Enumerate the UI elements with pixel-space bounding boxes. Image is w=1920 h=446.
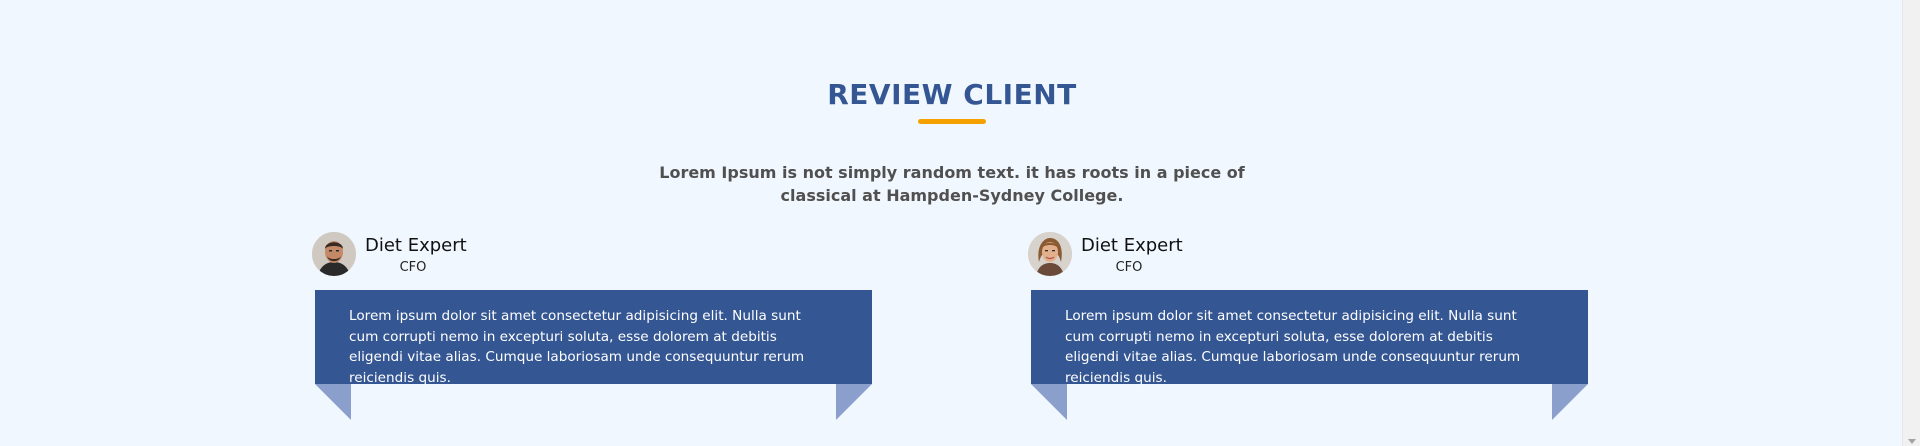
female-person-photo-icon bbox=[1028, 232, 1072, 276]
reviewer-name: Diet Expert bbox=[365, 235, 467, 256]
vertical-scrollbar[interactable] bbox=[1902, 0, 1920, 446]
review-quote: Lorem ipsum dolor sit amet consectetur a… bbox=[1031, 290, 1588, 386]
ribbon-fold-right-icon bbox=[1552, 384, 1588, 420]
ribbon-fold-left-icon bbox=[315, 384, 351, 420]
scroll-down-arrow-icon[interactable] bbox=[1908, 439, 1916, 444]
section-subtitle: Lorem Ipsum is not simply random text. i… bbox=[659, 163, 1245, 205]
title-underline bbox=[918, 119, 986, 124]
male-person-photo-icon bbox=[312, 232, 356, 276]
ribbon-fold-left-icon bbox=[1031, 384, 1067, 420]
avatar bbox=[1028, 232, 1072, 276]
reviewer-name: Diet Expert bbox=[1081, 235, 1183, 256]
section-title: REVIEW CLIENT bbox=[827, 78, 1077, 111]
avatar bbox=[312, 232, 356, 276]
review-card: Diet Expert CFO Lorem ipsum dolor sit am… bbox=[1028, 232, 1588, 422]
reviewer-role: CFO bbox=[399, 260, 427, 275]
review-card: Diet Expert CFO Lorem ipsum dolor sit am… bbox=[312, 232, 872, 422]
review-quote: Lorem ipsum dolor sit amet consectetur a… bbox=[315, 290, 872, 386]
ribbon-fold-right-icon bbox=[836, 384, 872, 420]
reviewer-role: CFO bbox=[1115, 260, 1143, 275]
